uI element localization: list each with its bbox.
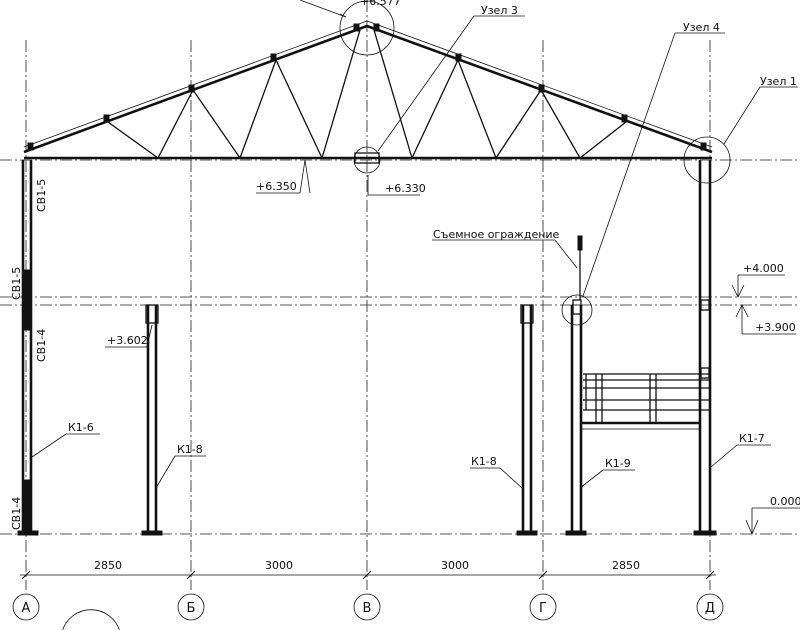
axis-bubble-d (696, 593, 724, 621)
member-k1-9: К1-9 (605, 457, 631, 470)
column-a-bracing (23, 269, 31, 331)
member-leaders (31, 433, 771, 489)
member-sv1-5-upper: СВ1-5 (35, 179, 48, 212)
member-sv1-4-mid: СВ1-4 (35, 329, 48, 362)
elevation-platform-top-label: +4.000 (743, 262, 784, 275)
axis-bubble-a (12, 593, 40, 621)
node3-label: Узел 3 (481, 4, 518, 17)
dimension-3: 3000 (441, 559, 469, 572)
purlins (27, 23, 707, 151)
column-a-bracing-low (23, 479, 31, 533)
removable-guard-cap (577, 235, 583, 251)
truss-top-chord-right-edge (366, 20, 713, 148)
node1-label: Узел 1 (760, 75, 797, 88)
node-callouts (299, 0, 798, 326)
elevation-platform-bottom-label: +3.900 (755, 321, 796, 334)
elevation-beam-label: +6.330 (385, 182, 426, 195)
axis-label-b: Б (187, 601, 196, 616)
elevation-ground-label: 0.000 (770, 495, 800, 508)
chord-splice (354, 152, 380, 164)
railing-label: Съемное ограждение (433, 228, 560, 241)
node2-leader (299, 0, 347, 18)
column-d-bracket (700, 367, 710, 379)
node2-circle (339, 0, 395, 56)
column-short-left-cap (145, 304, 159, 324)
node1-circle (683, 136, 731, 184)
truss-top-chord-left (23, 24, 368, 154)
dimension-4: 2850 (612, 559, 640, 572)
dimension-chain (20, 570, 716, 580)
grid-axes (0, 0, 800, 590)
axis-label-g: Г (539, 601, 547, 616)
roof-truss (23, 20, 713, 164)
platform-railing (572, 235, 710, 430)
dimension-2: 3000 (265, 559, 293, 572)
dimension-1: 2850 (94, 559, 122, 572)
axis-label-v: В (363, 601, 372, 616)
member-sv1-5-mid: СВ1-5 (10, 267, 23, 300)
member-k1-8-left: К1-8 (177, 443, 203, 456)
base-plates (17, 530, 717, 536)
axis-label-a: А (22, 601, 31, 616)
member-k1-6: К1-6 (68, 421, 94, 434)
elevation-markers (105, 159, 800, 536)
node3-circle (353, 146, 381, 174)
node4-leader (582, 32, 676, 297)
axis-bubble-v (353, 593, 381, 621)
node-d-platform (700, 299, 710, 311)
truss-top-chord-left-edge (23, 20, 368, 148)
axis-bubbles (12, 593, 724, 630)
partial-circle (62, 609, 120, 630)
member-k1-8-right: К1-8 (471, 455, 497, 468)
node3-leader (377, 15, 475, 152)
axis-label-d: Д (705, 601, 715, 616)
node4-circle (561, 294, 593, 326)
railing-leader (554, 239, 578, 269)
node4-detail (572, 299, 582, 315)
node4-label: Узел 4 (683, 21, 720, 34)
column-short-right-cap (520, 304, 534, 324)
labels: +6.577 Узел 3 Узел 4 Узел 1 +6.350 +6.33… (10, 0, 800, 616)
member-k1-7: К1-7 (739, 432, 765, 445)
elevation-top-label: +6.577 (360, 0, 401, 8)
axis-bubble-g (529, 593, 557, 621)
member-sv1-4-low: СВ1-4 (10, 497, 23, 530)
axis-bubble-b (177, 593, 205, 621)
elevation-eave-label: +6.350 (256, 180, 297, 193)
elevation-short-col-label: +3.602 (107, 334, 148, 347)
node1-leader (723, 86, 761, 145)
